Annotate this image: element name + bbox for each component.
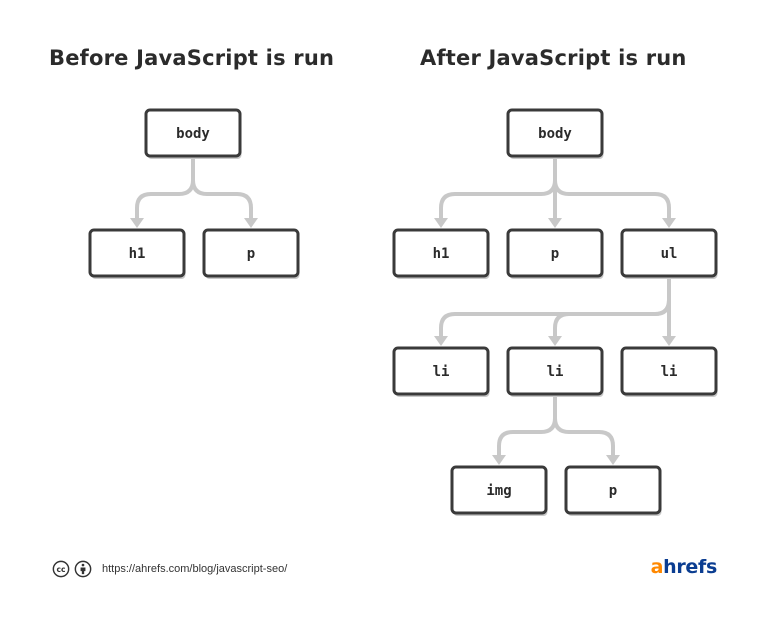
logo-letter-a: a [650, 556, 664, 578]
arrowhead-b-p [244, 218, 258, 228]
node-a-li3: li [620, 346, 718, 397]
footer-license: cc https://ahrefs.com/blog/javascript-se… [52, 559, 287, 579]
arrowhead-a-ul [662, 218, 676, 228]
svg-text:cc: cc [56, 565, 66, 574]
node-box [202, 228, 300, 278]
node-label: img [486, 483, 511, 499]
node-label: li [433, 364, 450, 380]
arrowhead-a-li3 [662, 336, 676, 346]
heading-after: After JavaScript is run [420, 46, 687, 70]
node-label: p [609, 483, 617, 499]
node-label: li [547, 364, 564, 380]
node-label: body [176, 126, 210, 142]
source-url[interactable]: https://ahrefs.com/blog/javascript-seo/ [102, 563, 288, 575]
node-box [506, 346, 604, 396]
node-box [564, 465, 662, 515]
node-box [506, 108, 604, 158]
node-box [506, 228, 604, 278]
logo-text: hrefs [663, 556, 717, 578]
edge-a-li2-to-a-img [497, 392, 557, 461]
node-box [620, 228, 718, 278]
node-a-li1: li [392, 346, 490, 397]
creative-commons-icon: cc [52, 560, 70, 578]
arrowhead-a-img [492, 455, 506, 465]
node-box [450, 465, 548, 515]
heading-before: Before JavaScript is run [49, 46, 335, 70]
node-label: li [661, 364, 678, 380]
node-b-body: body [144, 108, 242, 159]
edge-a-ul-to-a-li2 [553, 274, 671, 342]
edge-a-body-to-a-ul [553, 154, 671, 224]
node-a-h1: h1 [392, 228, 490, 279]
node-box [620, 346, 718, 396]
node-box [144, 108, 242, 158]
node-box [88, 228, 186, 278]
node-box [392, 228, 490, 278]
attribution-icon [74, 560, 92, 578]
node-label: p [247, 246, 255, 262]
node-label: body [538, 126, 572, 142]
node-a-li2: li [506, 346, 604, 397]
ahrefs-logo: ahrefs [650, 556, 718, 578]
edge-a-li2-to-a-p2 [553, 392, 615, 461]
dom-tree-diagram: body h1 p body h1 p ul li li li img p [88, 108, 718, 516]
edge-a-body-to-a-h1 [439, 154, 557, 224]
arrowhead-a-p [548, 218, 562, 228]
node-label: ul [661, 246, 678, 262]
arrowhead-b-h1 [130, 218, 144, 228]
edge-b-body-to-b-h1 [135, 154, 195, 224]
node-a-img: img [450, 465, 548, 516]
arrowhead-a-p2 [606, 455, 620, 465]
node-label: p [551, 246, 559, 262]
node-b-h1: h1 [88, 228, 186, 279]
node-label: h1 [129, 246, 146, 262]
arrowhead-a-li2 [548, 336, 562, 346]
node-a-body: body [506, 108, 604, 159]
node-box [392, 346, 490, 396]
nodes: body h1 p body h1 p ul li li li img p [88, 108, 718, 516]
node-label: h1 [433, 246, 450, 262]
edge-b-body-to-b-p [191, 154, 253, 224]
node-a-ul: ul [620, 228, 718, 279]
connectors [130, 154, 676, 465]
arrowhead-a-h1 [434, 218, 448, 228]
node-b-p: p [202, 228, 300, 279]
node-a-p2: p [564, 465, 662, 516]
arrowhead-a-li1 [434, 336, 448, 346]
node-a-p: p [506, 228, 604, 279]
